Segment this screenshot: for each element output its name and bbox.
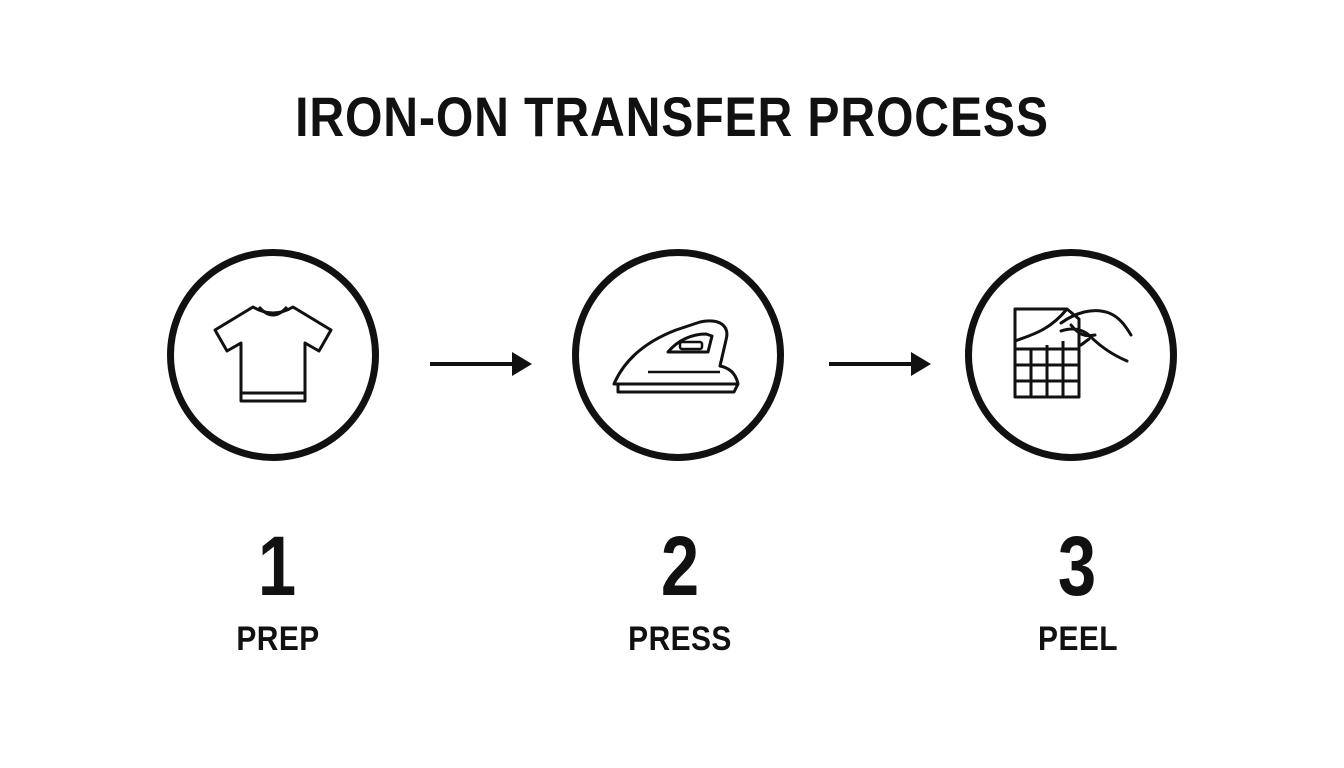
arrow-1-icon [430, 352, 532, 376]
step-2-circle [572, 249, 784, 461]
step-3-circle [965, 249, 1177, 461]
step-2-number: 2 [660, 519, 700, 613]
t-shirt-icon [213, 305, 333, 403]
step-3-label: PEEL [1038, 620, 1118, 658]
iron-icon [612, 319, 740, 394]
step-2-label: PRESS [628, 620, 732, 658]
step-1-circle [167, 249, 379, 461]
diagram-title: IRON-ON TRANSFER PROCESS [295, 85, 1049, 148]
step-1-label: PREP [236, 620, 320, 658]
step-3-number: 3 [1057, 519, 1097, 613]
step-1-number: 1 [257, 519, 297, 613]
arrow-2-icon [829, 352, 931, 376]
peel-transfer-icon [1013, 307, 1133, 399]
